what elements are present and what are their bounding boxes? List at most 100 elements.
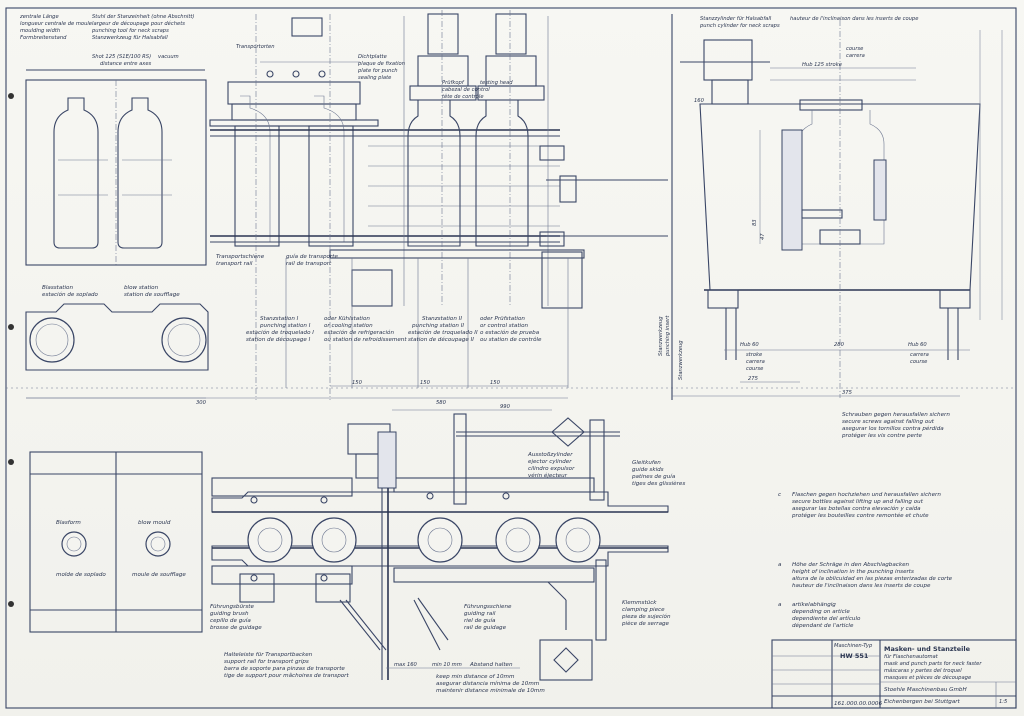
svg-text:83: 83	[752, 219, 758, 226]
svg-text:Stanzwerkzeug für Halsabfall: Stanzwerkzeug für Halsabfall	[92, 35, 168, 41]
station-labels: Transportschiene transport rail guía de …	[216, 54, 542, 343]
svg-text:punch cylinder for neck scraps: punch cylinder for neck scraps	[699, 23, 780, 29]
svg-text:a: a	[778, 562, 782, 568]
svg-text:Hub 60: Hub 60	[908, 342, 927, 348]
svg-text:Stuhl der Stanzeinheit (ohne A: Stuhl der Stanzeinheit (ohne Abschnitt)	[92, 14, 194, 20]
svg-text:dependiente del artículo: dependiente del artículo	[792, 615, 861, 622]
svg-text:c: c	[778, 492, 781, 498]
blow-mould-label-es: molde de soplado	[56, 572, 106, 578]
svg-text:barra de soporte para pinzas d: barra de soporte para pinzas de transpor…	[224, 666, 345, 672]
svg-text:punching tool for neck scraps: punching tool for neck scraps	[91, 28, 169, 34]
svg-text:or control station: or control station	[480, 323, 528, 329]
blow-station-view	[25, 69, 209, 399]
svg-text:plaque de fixation: plaque de fixation	[357, 61, 405, 67]
svg-text:Schrauben gegen herausfallen s: Schrauben gegen herausfallen sichern	[842, 412, 950, 418]
blow-station-label-de: Blasstation	[42, 285, 73, 291]
svg-text:course: course	[746, 366, 763, 372]
svg-text:Stanzstation II: Stanzstation II	[422, 316, 462, 322]
svg-text:carrera: carrera	[846, 53, 865, 59]
svg-text:brosse de guidage: brosse de guidage	[210, 625, 262, 631]
svg-text:Stanzwerkzeug: Stanzwerkzeug	[658, 316, 664, 356]
bottle-outline	[53, 97, 99, 249]
svg-text:height of inclination in the p: height of inclination in the punching in…	[792, 569, 914, 575]
svg-text:punching station II: punching station II	[411, 323, 464, 329]
top-dimensions: 150 150 150 300 580	[26, 380, 568, 406]
svg-text:protéger les vis contre perte: protéger les vis contre perte	[841, 432, 922, 439]
svg-text:largeur de découpage pour déch: largeur de découpage pour déchets	[92, 20, 185, 27]
punching-stations-view	[209, 10, 668, 400]
blow-station-label-en: blow station	[124, 285, 159, 291]
blow-mould-label-de: Blasform	[56, 520, 81, 526]
svg-text:hauteur de l'inclinaison dans: hauteur de l'inclinaison dans les insert…	[792, 583, 931, 589]
binder-holes	[8, 93, 14, 607]
side-view-labels: Stanzzylinder für Halsabfall punch cylin…	[678, 16, 929, 396]
blow-station-label-fr: station de soufflage	[124, 292, 180, 298]
svg-text:tiges des glissières: tiges des glissières	[632, 480, 685, 487]
side-view	[671, 14, 1003, 400]
transport-labels: 990 Ausstoßzylinder ejector cylinder cil…	[210, 404, 685, 694]
svg-text:stroke: stroke	[746, 352, 762, 358]
svg-text:asegurar distancia mínima de 1: asegurar distancia mínima de 10mm	[436, 680, 540, 687]
svg-text:Hub 60: Hub 60	[740, 342, 759, 348]
svg-text:protéger les bouteilles contre: protéger les bouteilles contre remontée …	[791, 512, 929, 519]
title-city: Eichenbergen bei Stuttgart	[884, 699, 961, 705]
svg-text:estación de troquelado II: estación de troquelado II	[408, 329, 478, 336]
svg-text:sealing plate: sealing plate	[358, 75, 391, 81]
svg-text:course: course	[910, 359, 927, 365]
svg-text:secure bottles against lifting: secure bottles against lifting up and fa…	[792, 499, 924, 505]
svg-text:oder Prüfstation: oder Prüfstation	[480, 316, 525, 322]
svg-text:Prüfkopf: Prüfkopf	[442, 80, 465, 86]
title-subtitle-es: máscaras y partes del troquel	[884, 667, 962, 674]
svg-text:longueur centrale de moule: longueur centrale de moule	[20, 21, 92, 27]
svg-text:rail de transport: rail de transport	[286, 261, 332, 267]
svg-text:vérin éjecteur: vérin éjecteur	[528, 472, 568, 479]
svg-text:keep min distance of 10mm: keep min distance of 10mm	[436, 674, 515, 680]
svg-text:guiding rail: guiding rail	[464, 611, 496, 617]
title-subtitle-de: für Flaschenautomat	[884, 654, 939, 660]
svg-text:Hub 125 stroke: Hub 125 stroke	[802, 62, 842, 68]
bottle-outline	[117, 97, 163, 249]
title-number: 161.000.00.0006	[834, 701, 882, 707]
svg-text:min 10 mm: min 10 mm	[432, 662, 462, 668]
sheet-border	[5, 7, 1017, 709]
svg-text:ou station de contrôle: ou station de contrôle	[480, 336, 542, 343]
vertical-labels: Stanzwerkzeug punching insert	[658, 315, 671, 357]
svg-text:support rail for transport gri: support rail for transport grips	[224, 659, 309, 665]
transport-top-view	[211, 409, 669, 681]
svg-text:testing head: testing head	[480, 80, 513, 86]
svg-text:riel de guía: riel de guía	[464, 617, 496, 624]
svg-text:tige de support pour mâchoires: tige de support pour mâchoires de transp…	[224, 672, 349, 679]
blow-mould-label-fr: moule de soufflage	[132, 572, 186, 578]
svg-text:Führungsbürste: Führungsbürste	[210, 604, 254, 610]
svg-text:vacuum: vacuum	[158, 54, 179, 60]
svg-text:150: 150	[352, 380, 363, 386]
svg-text:990: 990	[500, 404, 511, 410]
svg-text:375: 375	[842, 390, 853, 396]
svg-text:guía de transporte: guía de transporte	[286, 253, 338, 260]
svg-text:150: 150	[490, 380, 501, 386]
svg-text:o estación de prueba: o estación de prueba	[480, 329, 540, 336]
svg-text:plate for punch: plate for punch	[357, 68, 398, 74]
svg-text:pièce de serrage: pièce de serrage	[621, 620, 670, 627]
right-notes: Schrauben gegen herausfallen sichern sec…	[778, 412, 953, 629]
blow-mould-label-en: blow mould	[138, 520, 171, 526]
svg-text:150: 150	[420, 380, 431, 386]
svg-text:secure screws against falling: secure screws against falling out	[842, 419, 935, 425]
svg-text:depending on article: depending on article	[792, 609, 850, 615]
svg-text:artikelabhängig: artikelabhängig	[792, 602, 836, 608]
svg-text:580: 580	[436, 400, 447, 406]
title-block	[771, 639, 1017, 709]
svg-text:Transportorten: Transportorten	[236, 44, 275, 50]
svg-text:300: 300	[196, 400, 207, 406]
svg-text:Flaschen gegen hochziehen und: Flaschen gegen hochziehen und herausfall…	[792, 492, 941, 498]
svg-text:ejector cylinder: ejector cylinder	[528, 459, 572, 465]
svg-text:280: 280	[834, 342, 845, 348]
svg-text:Führungsschiene: Führungsschiene	[464, 604, 512, 610]
svg-text:cabezal de control: cabezal de control	[442, 87, 490, 93]
svg-text:station de découpage I: station de découpage I	[246, 336, 311, 343]
svg-text:transport rail: transport rail	[216, 261, 253, 267]
svg-text:cilindro expulsor: cilindro expulsor	[528, 466, 575, 472]
svg-text:station de découpage II: station de découpage II	[408, 336, 474, 343]
